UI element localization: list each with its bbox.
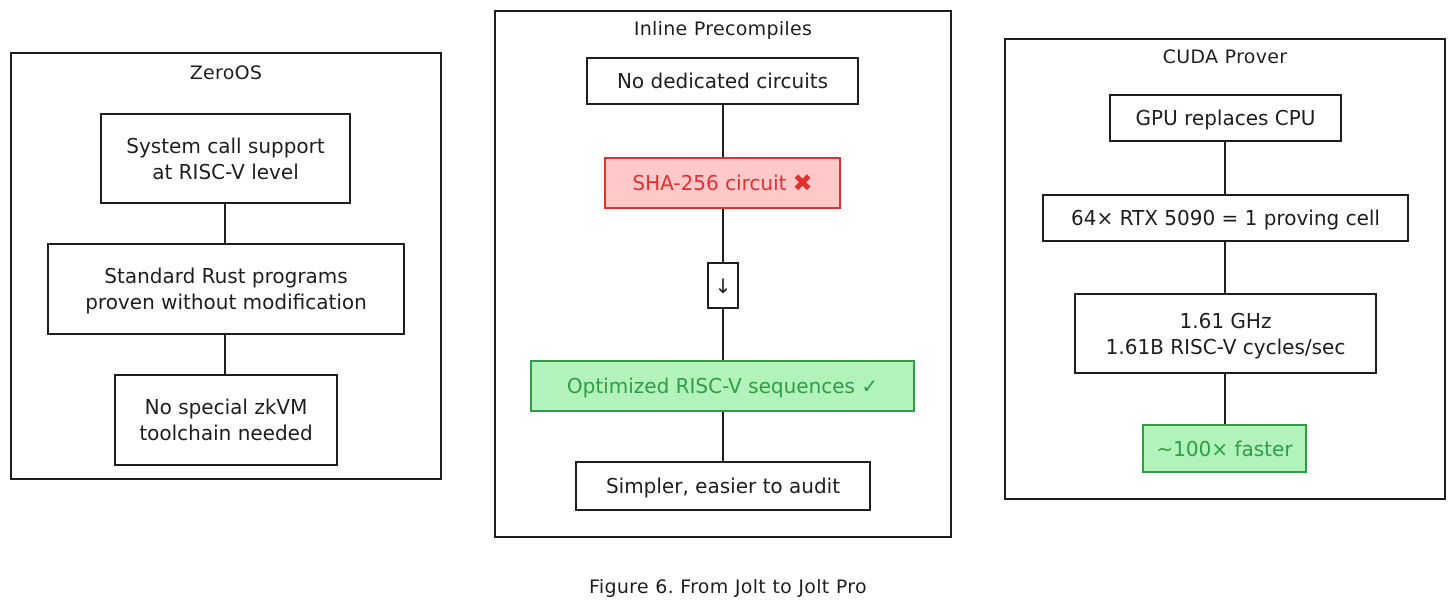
faster-node: ~100× faster bbox=[1142, 424, 1307, 473]
panel-title: Inline Precompiles bbox=[633, 18, 813, 40]
gpu-replaces-cpu-node: GPU replaces CPU bbox=[1109, 94, 1342, 142]
panel-title: ZeroOS bbox=[189, 62, 263, 84]
sha256-circuit-node: SHA-256 circuit ✖ bbox=[604, 157, 841, 209]
rust-programs-node: Standard Rust programs proven without mo… bbox=[47, 243, 405, 335]
figure-caption: Figure 6. From Jolt to Jolt Pro bbox=[589, 576, 867, 598]
connector-line bbox=[1224, 240, 1226, 295]
connector-line bbox=[224, 203, 226, 245]
rtx-proving-cell-node: 64× RTX 5090 = 1 proving cell bbox=[1042, 194, 1409, 242]
connector-line bbox=[224, 333, 226, 376]
sha256-circuit-label: SHA-256 circuit bbox=[632, 171, 787, 195]
connector-line bbox=[722, 410, 724, 463]
connector-line bbox=[722, 208, 724, 263]
simpler-audit-node: Simpler, easier to audit bbox=[575, 461, 871, 511]
no-toolchain-node: No special zkVM toolchain needed bbox=[114, 374, 338, 466]
syscall-support-node: System call support at RISC-V level bbox=[100, 113, 351, 204]
connector-line bbox=[722, 307, 724, 362]
connector-line bbox=[722, 103, 724, 158]
connector-line bbox=[1224, 372, 1226, 426]
optimized-riscv-node: Optimized RISC-V sequences ✓ bbox=[530, 360, 915, 412]
x-mark-icon: ✖ bbox=[792, 169, 813, 197]
no-dedicated-circuits-node: No dedicated circuits bbox=[586, 57, 859, 105]
down-arrow-node: ↓ bbox=[707, 262, 739, 309]
panel-title: CUDA Prover bbox=[1162, 46, 1288, 68]
ghz-cycles-node: 1.61 GHz 1.61B RISC-V cycles/sec bbox=[1074, 293, 1377, 374]
connector-line bbox=[1224, 140, 1226, 196]
